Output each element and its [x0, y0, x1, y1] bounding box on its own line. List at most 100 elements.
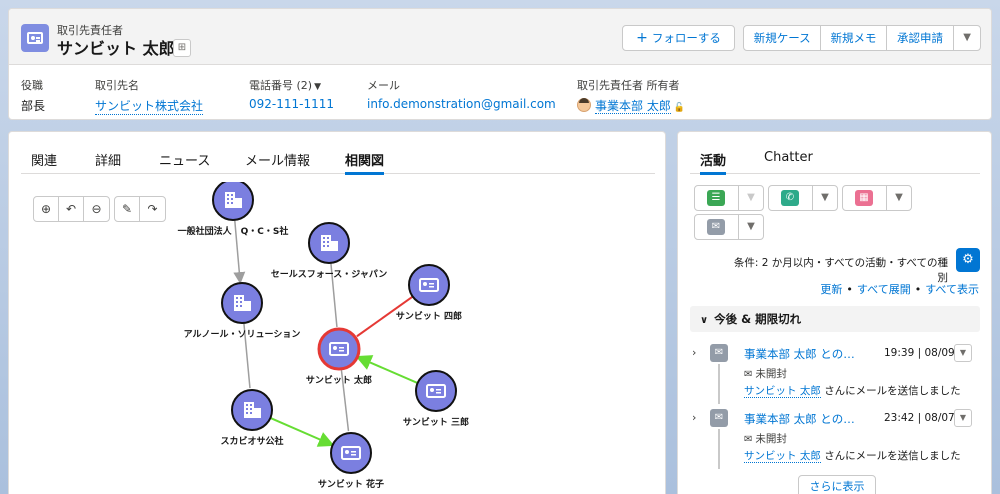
owner-link[interactable]: 事業本部 太郎: [595, 99, 671, 114]
gear-icon[interactable]: ⚙: [956, 248, 980, 272]
email-icon: ✉: [707, 219, 725, 235]
email-icon: ✉: [710, 344, 728, 362]
account-link[interactable]: サンビット株式会社: [95, 99, 204, 115]
owner-value: 事業本部 太郎🔓: [577, 97, 685, 114]
graph-node-label: 一般社団法人 Q・C・S社: [178, 225, 289, 237]
call-chevron-down-icon[interactable]: ▼: [821, 192, 829, 203]
new-task-button[interactable]: ☰: [695, 186, 739, 210]
record-header-top: 取引先責任者 サンビット 太郎 ⊞ +フォローする 新規ケース 新規メモ 承認申…: [9, 9, 991, 65]
email-chevron-down-icon[interactable]: ▼: [747, 221, 755, 232]
zoom-group: ⊕ ↶ ⊖: [33, 196, 110, 222]
envelope-icon: ✉: [744, 369, 753, 380]
section-title: 今後 & 期限切れ: [714, 312, 802, 326]
envelope-icon: ✉: [744, 434, 753, 445]
chevron-right-icon[interactable]: ›: [692, 346, 697, 359]
new-case-button[interactable]: 新規ケース: [744, 26, 822, 50]
view-all-link[interactable]: すべて表示: [925, 283, 979, 296]
activity-datetime: 23:42 | 08/07: [884, 412, 955, 424]
activity-filter-text: 条件: 2 か月以内・すべての活動・すべての種別: [733, 257, 948, 284]
relationship-graph: 一般社団法人 Q・C・S社セールスフォース・ジャパンサンビット 四郎 アルノール・…: [9, 182, 665, 494]
refresh-link[interactable]: 更新: [820, 283, 843, 296]
log-call-button[interactable]: ✆: [769, 186, 813, 210]
graph-node[interactable]: セールスフォース・ジャパン: [271, 222, 388, 280]
activity-subject-link[interactable]: 事業本部 太郎 との…: [744, 412, 855, 426]
pencil-icon[interactable]: ✎: [115, 197, 140, 221]
tab-email-info[interactable]: メール情報: [245, 154, 311, 169]
zoom-in-icon[interactable]: ⊕: [34, 197, 59, 221]
upcoming-overdue-section[interactable]: ∨今後 & 期限切れ: [690, 306, 980, 332]
graph-edge: [269, 417, 335, 447]
tab-details[interactable]: 詳細: [95, 154, 122, 169]
graph-node[interactable]: サンビット 花子: [318, 432, 384, 490]
graph-node-circle[interactable]: [408, 264, 450, 306]
contact-card-icon: [419, 278, 439, 292]
task-chevron-down-icon: ▼: [747, 192, 755, 203]
graph-node-circle[interactable]: [317, 327, 361, 371]
graph-node[interactable]: アルノール・ソリューション: [184, 282, 301, 340]
field-phone-label[interactable]: 電話番号 (2)▼: [249, 77, 334, 93]
graph-edge: [243, 322, 251, 389]
activity-datetime: 19:39 | 08/09: [884, 347, 955, 359]
follow-button[interactable]: +フォローする: [622, 25, 735, 51]
activity-status: ✉未開封: [744, 431, 787, 446]
graph-node[interactable]: サンビット 四郎: [396, 264, 462, 322]
graph-node[interactable]: 一般社団法人 Q・C・S社: [178, 182, 289, 237]
more-actions-chevron-down-icon[interactable]: ▼: [963, 32, 971, 43]
send-email-button[interactable]: ✉: [695, 215, 739, 239]
contact-link[interactable]: サンビット 太郎: [744, 385, 821, 398]
tab-news[interactable]: ニュース: [159, 154, 211, 169]
tab-relationship-map[interactable]: 相関図: [345, 150, 385, 175]
activity-tabs: 活動 Chatter: [690, 144, 980, 175]
field-title-label: 役職: [21, 79, 43, 92]
expand-all-link[interactable]: すべて展開: [856, 283, 911, 296]
phone-link[interactable]: 092-111-1111: [249, 97, 335, 111]
show-more-button[interactable]: さらに表示: [798, 475, 876, 494]
chevron-down-icon[interactable]: ▼: [954, 344, 972, 362]
graph-toolbar: ⊕ ↶ ⊖ ✎ ↷: [33, 196, 170, 222]
contact-card-icon: [21, 24, 49, 52]
field-account: 取引先名 サンビット株式会社: [95, 77, 204, 115]
tab-activity[interactable]: 活動: [700, 150, 727, 175]
task-icon: ☰: [707, 190, 725, 206]
highlights-fields: 役職 部長 取引先名 サンビット株式会社 電話番号 (2)▼ 092-111-1…: [9, 65, 991, 119]
contact-link[interactable]: サンビット 太郎: [744, 450, 821, 463]
graph-edge: [356, 295, 414, 338]
zoom-out-icon[interactable]: ⊖: [91, 202, 102, 216]
tab-related[interactable]: 関連: [31, 154, 58, 169]
graph-node-circle[interactable]: [415, 370, 457, 412]
graph-node-label: サンビット 四郎: [396, 310, 462, 322]
graph-node-label: スカビオサ公社: [220, 435, 283, 447]
building-icon: [321, 235, 338, 251]
tab-chatter[interactable]: Chatter: [764, 150, 813, 165]
link-separator: •: [914, 283, 922, 296]
status-text: 未開封: [755, 433, 787, 445]
chevron-down-icon[interactable]: ▼: [954, 409, 972, 427]
contact-card-icon: [426, 384, 446, 398]
graph-node-circle[interactable]: [330, 432, 372, 474]
change-owner-icon[interactable]: 🔓: [673, 103, 686, 113]
email-link[interactable]: info.demonstration@gmail.com: [367, 97, 556, 111]
hierarchy-icon[interactable]: ⊞: [173, 39, 191, 57]
graph-node[interactable]: サンビット 太郎: [306, 327, 372, 386]
new-note-button[interactable]: 新規メモ: [821, 26, 887, 50]
graph-node[interactable]: サンビット 三郎: [403, 370, 469, 428]
chevron-right-icon[interactable]: ›: [692, 411, 697, 424]
activity-panel: 活動 Chatter ☰ ▼ ✆ ▼ ▦ ▼ ✉ ▼ 条件: 2 か月以内・すべ…: [677, 131, 992, 494]
record-header: 取引先責任者 サンビット 太郎 ⊞ +フォローする 新規ケース 新規メモ 承認申…: [8, 8, 992, 120]
graph-node[interactable]: スカビオサ公社: [220, 389, 284, 447]
graph-node-label: セールスフォース・ジャパン: [271, 268, 388, 280]
approval-request-button[interactable]: 承認申請: [887, 26, 955, 50]
activity-status: ✉未開封: [744, 366, 787, 381]
field-email-label: メール: [367, 79, 400, 92]
field-phone: 電話番号 (2)▼ 092-111-1111: [249, 77, 334, 111]
field-title: 役職 部長: [21, 77, 45, 114]
event-chevron-down-icon[interactable]: ▼: [895, 192, 903, 203]
description-text: さんにメールを送信しました: [824, 450, 961, 462]
activity-subject-link[interactable]: 事業本部 太郎 との…: [744, 347, 855, 361]
undo-icon[interactable]: ↶: [59, 197, 84, 221]
chevron-down-icon[interactable]: ▼: [314, 82, 321, 92]
send-email-button-group: ✉ ▼: [694, 214, 764, 240]
redo-icon[interactable]: ↷: [147, 202, 158, 216]
new-event-button[interactable]: ▦: [843, 186, 887, 210]
